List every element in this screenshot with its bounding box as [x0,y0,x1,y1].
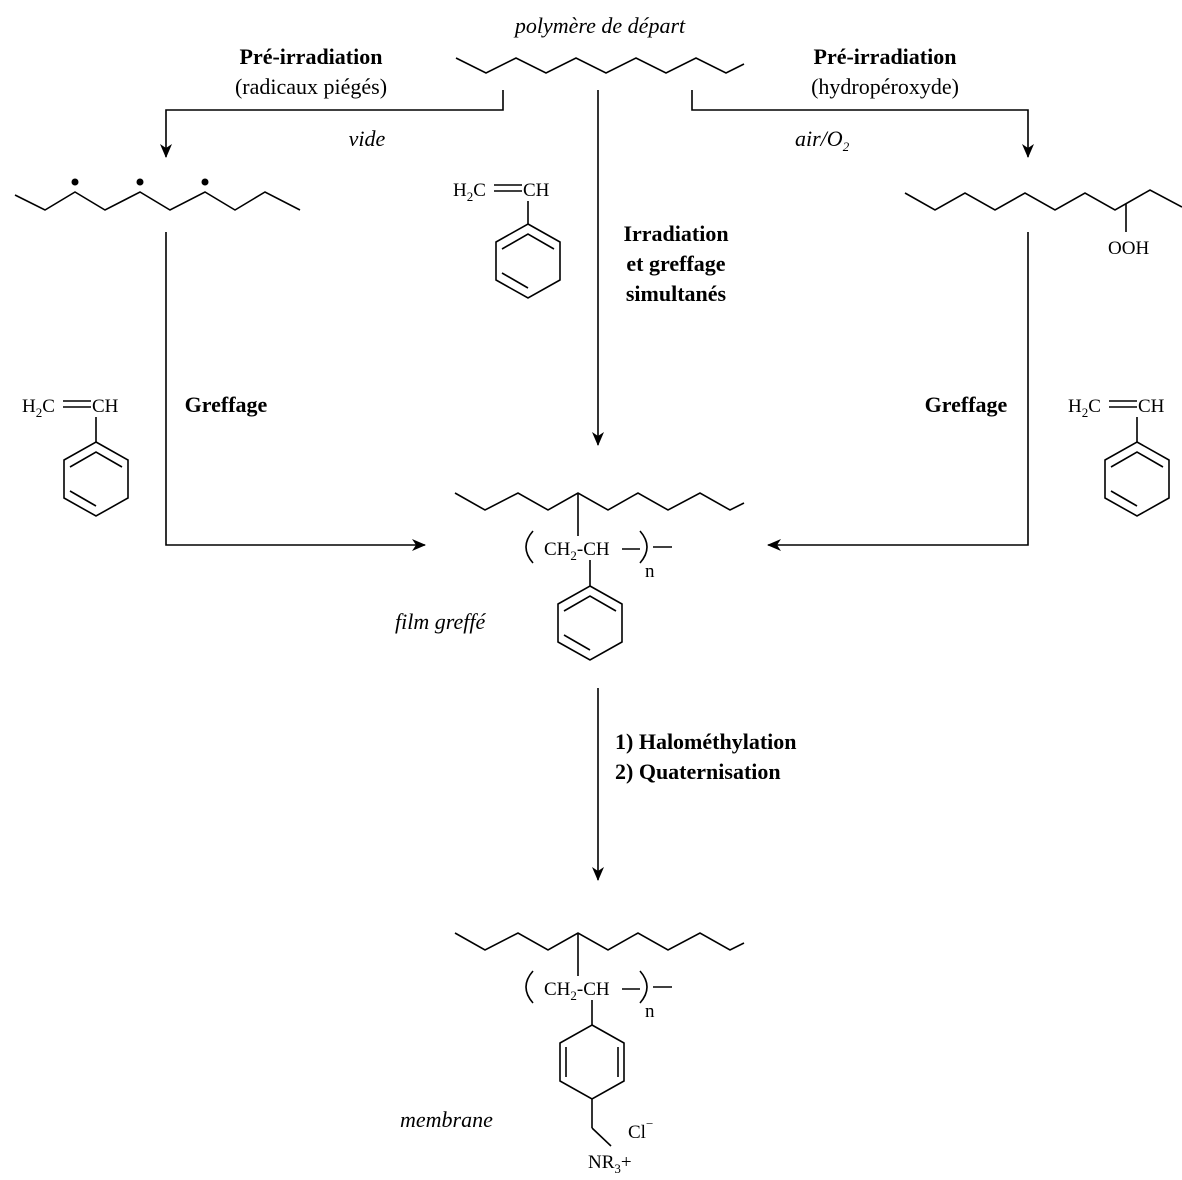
svg-text:n: n [645,1001,655,1022]
starting-polymer-chain [455,57,745,74]
svg-text:H2C: H2C [1068,396,1101,420]
svg-text:CH2-CH: CH2-CH [544,539,610,563]
arrow-to-hydroperoxide [691,90,1034,158]
styrene-monomer-left: H2C CH [22,396,129,517]
svg-text:Cl−: Cl− [628,1116,653,1143]
simultaneous-label-line2: et greffage [626,251,725,276]
svg-text:NR3+: NR3+ [588,1152,632,1176]
radical-dot [136,178,144,186]
svg-text:n: n [645,561,655,582]
svg-text:CH: CH [1138,396,1165,417]
hydroperoxide-chain [904,189,1182,211]
radical-dot [71,178,79,186]
pre-irradiation-right-subtitle: (hydropéroxyde) [811,74,959,99]
arrow-to-trapped-radicals [160,90,504,158]
grafted-film-label: film greffé [395,609,486,634]
svg-text:H2C: H2C [22,396,55,420]
step-quaternisation: 2) Quaternisation [615,759,781,784]
styrene-monomer-right: H2C CH [1068,396,1170,517]
svg-text:H2C: H2C [453,180,486,204]
svg-text:CH: CH [523,180,550,201]
step-halomethylation: 1) Halométhylation [615,729,797,754]
arrow-grafting-right [767,232,1029,551]
starting-polymer-label: polymère de départ [513,13,686,38]
svg-text:CH: CH [92,396,119,417]
pre-irradiation-right-title: Pré-irradiation [814,44,957,69]
membrane-label: membrane [400,1107,493,1132]
simultaneous-label-line3: simultanés [626,281,727,306]
arrow-grafting-left [165,232,426,551]
svg-text:CH2-CH: CH2-CH [544,979,610,1003]
radical-dot [201,178,209,186]
styrene-monomer-center: H2C CH [453,180,561,299]
radical-chain [14,191,301,211]
grafting-left-label: Greffage [185,392,268,417]
ooh-group: OOH [1108,238,1149,259]
pre-irradiation-left-title: Pré-irradiation [240,44,383,69]
grafted-film-structure: CH2-CH n [454,492,745,661]
membrane-structure: CH2-CH n NR3+ Cl− [454,932,745,1176]
pre-irradiation-left-subtitle: (radicaux piégés) [235,74,387,99]
vacuum-label: vide [349,126,386,151]
air-o2-label: air/O2 [795,126,850,154]
simultaneous-label-line1: Irradiation [623,221,728,246]
grafting-right-label: Greffage [925,392,1008,417]
